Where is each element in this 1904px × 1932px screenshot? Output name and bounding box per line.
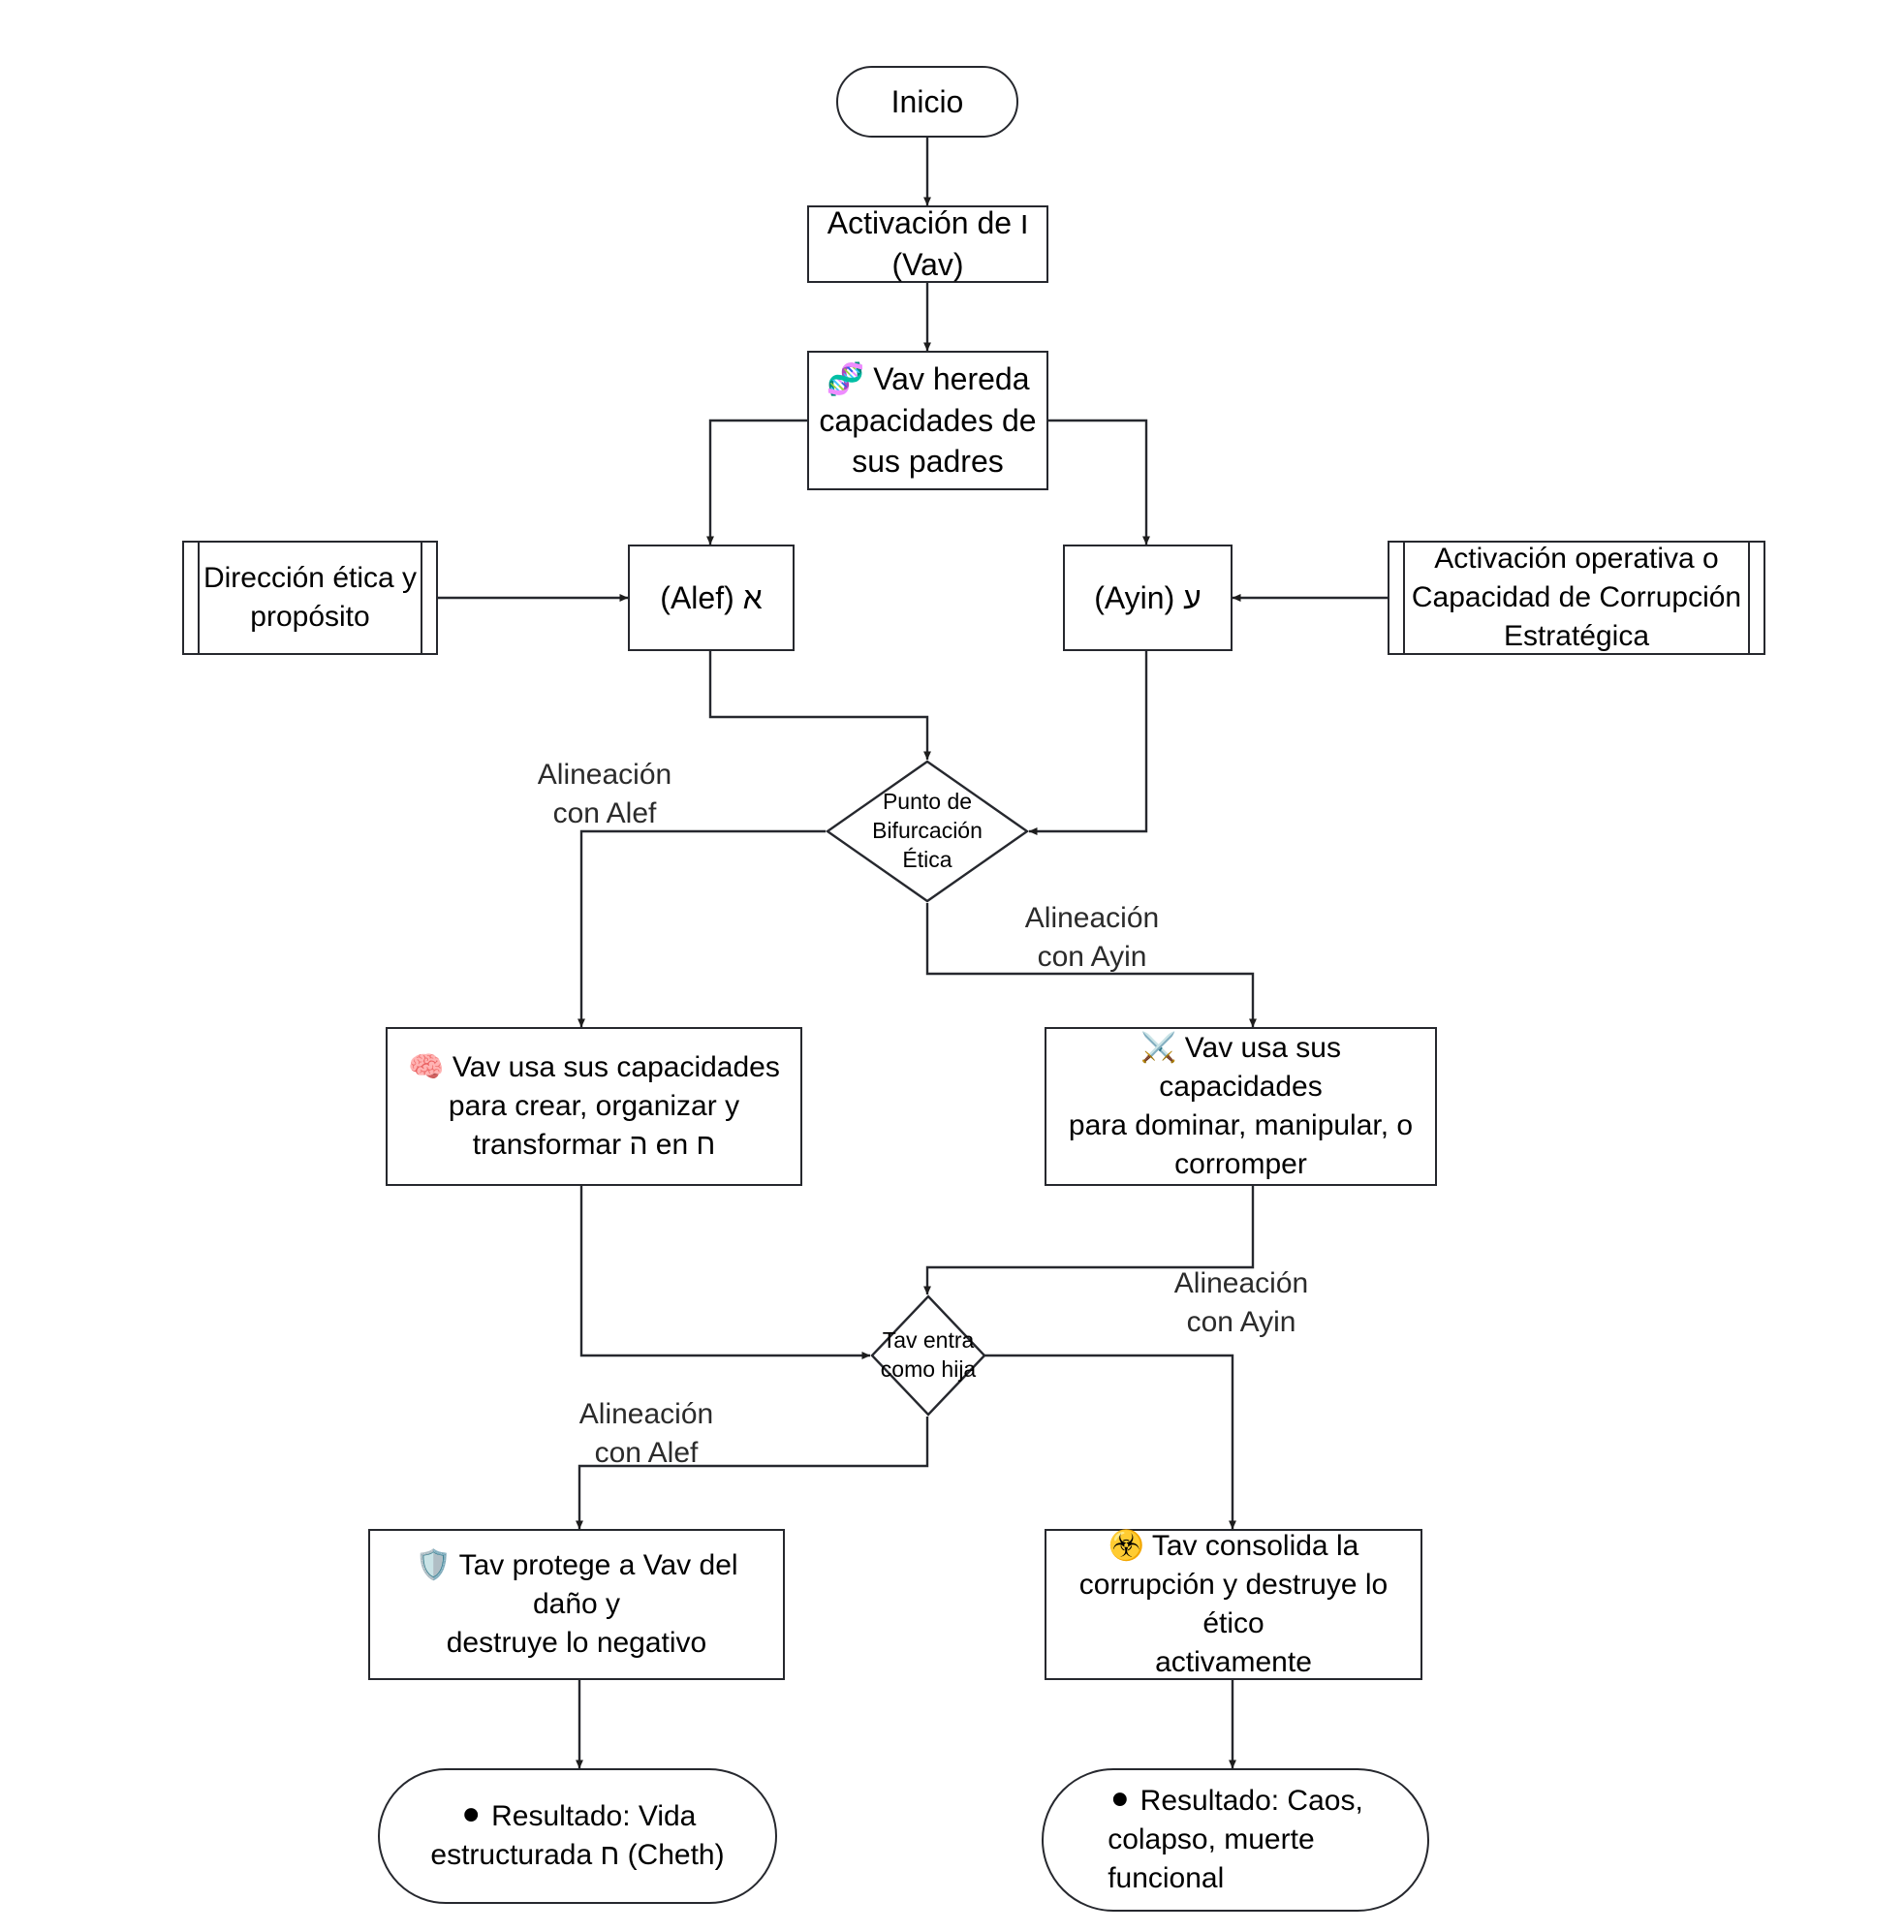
edge-alef-to-bifurcacion: [708, 651, 931, 761]
diamond-shape: [825, 760, 1030, 903]
subroutine-bar-right: [421, 543, 422, 653]
subroutine-bar-left: [1403, 543, 1405, 653]
node-tav-protege[interactable]: 🛡️ Tav protege a Vav del daño y destruye…: [368, 1529, 785, 1680]
node-vav-hereda-label: Vav hereda capacidades de sus padres: [819, 360, 1037, 480]
node-activacion-vav-label: Activación de ו (Vav): [827, 205, 1029, 282]
node-activacion-operativa[interactable]: Activación operativa o Capacidad de Corr…: [1388, 541, 1765, 655]
node-ayin[interactable]: (Ayin) ע: [1063, 545, 1233, 651]
node-start-label: Inicio: [890, 83, 964, 119]
shield-icon: 🛡️: [415, 1547, 452, 1582]
node-vav-dominar-label: Vav usa sus capacidades para dominar, ma…: [1068, 1031, 1414, 1181]
edge-label-bifurcacion-alef: Alineación con Alef: [537, 759, 672, 829]
node-tav-protege-label: Tav protege a Vav del daño y destruye lo…: [446, 1548, 738, 1660]
node-ayin-label: (Ayin) ע: [1094, 579, 1202, 615]
node-alef[interactable]: (Alef) א: [628, 545, 795, 651]
subroutine-bar-right: [1748, 543, 1750, 653]
node-resultado-vida-label: Resultado: Vida estructurada ח (Cheth): [430, 1799, 725, 1871]
node-vav-crear[interactable]: 🧠 Vav usa sus capacidades para crear, or…: [386, 1027, 802, 1186]
node-activacion-operativa-label: Activación operativa o Capacidad de Corr…: [1411, 542, 1742, 653]
node-tav-consolida[interactable]: ☣️ Tav consolida la corrupción y destruy…: [1045, 1529, 1422, 1680]
dna-icon: 🧬: [826, 359, 865, 397]
node-start[interactable]: Inicio: [836, 66, 1018, 138]
node-activacion-vav[interactable]: Activación de ו (Vav): [807, 205, 1048, 283]
edge-bifurcacion-to-crear: [577, 829, 826, 1028]
edge-crear-to-tav: [579, 1186, 871, 1359]
subroutine-bar-left: [198, 543, 200, 653]
node-tav-consolida-label: Tav consolida la corrupción y destruye l…: [1078, 1529, 1389, 1679]
black-circle-icon: ⚫: [1108, 1783, 1133, 1818]
node-alef-label: (Alef) א: [660, 579, 763, 615]
biohazard-icon: ☣️: [1108, 1528, 1145, 1563]
node-resultado-caos-label: Resultado: Caos, colapso, muerte funcion…: [1108, 1784, 1363, 1895]
edge-tav-to-protege: [576, 1417, 929, 1530]
diamond-shape: [870, 1294, 986, 1417]
edge-bifurcacion-to-dominar: [925, 903, 1257, 1028]
edge-dominar-to-tav: [923, 1186, 1255, 1295]
node-tav-entra-como-hija[interactable]: Tav entra como hija: [870, 1294, 986, 1417]
node-vav-hereda[interactable]: 🧬 Vav hereda capacidades de sus padres: [807, 351, 1048, 490]
edge-ayin-to-bifurcacion: [1028, 651, 1148, 835]
node-bifurcacion-etica-label: Punto de Bifurcación Ética: [872, 789, 983, 872]
edge-hereda-to-alef: [706, 419, 807, 545]
edge-label-bifurcacion-ayin: Alineación con Ayin: [1024, 902, 1160, 973]
node-vav-dominar[interactable]: ⚔️ Vav usa sus capacidades para dominar,…: [1045, 1027, 1437, 1186]
node-direccion-etica[interactable]: Dirección ética y propósito: [182, 541, 438, 655]
edge-label-tav-alef: Alineación con Alef: [578, 1398, 714, 1469]
node-tav-entra-como-hija-label: Tav entra como hija: [880, 1327, 977, 1382]
edge-hereda-to-ayin: [1048, 419, 1150, 545]
node-vav-crear-label: Vav usa sus capacidades para crear, orga…: [448, 1050, 780, 1162]
crossed-swords-icon: ⚔️: [1140, 1030, 1177, 1065]
brain-icon: 🧠: [408, 1049, 445, 1084]
edge-tav-to-consolida: [984, 1354, 1236, 1530]
node-direccion-etica-label: Dirección ética y propósito: [203, 561, 418, 633]
node-bifurcacion-etica[interactable]: Punto de Bifurcación Ética: [825, 760, 1030, 903]
node-resultado-vida[interactable]: ⚫ Resultado: Vida estructurada ח (Cheth): [378, 1768, 777, 1904]
node-resultado-caos[interactable]: ⚫ Resultado: Caos, colapso, muerte funci…: [1042, 1768, 1429, 1912]
edge-label-tav-ayin: Alineación con Ayin: [1173, 1267, 1309, 1338]
black-circle-icon: ⚫: [458, 1798, 484, 1833]
